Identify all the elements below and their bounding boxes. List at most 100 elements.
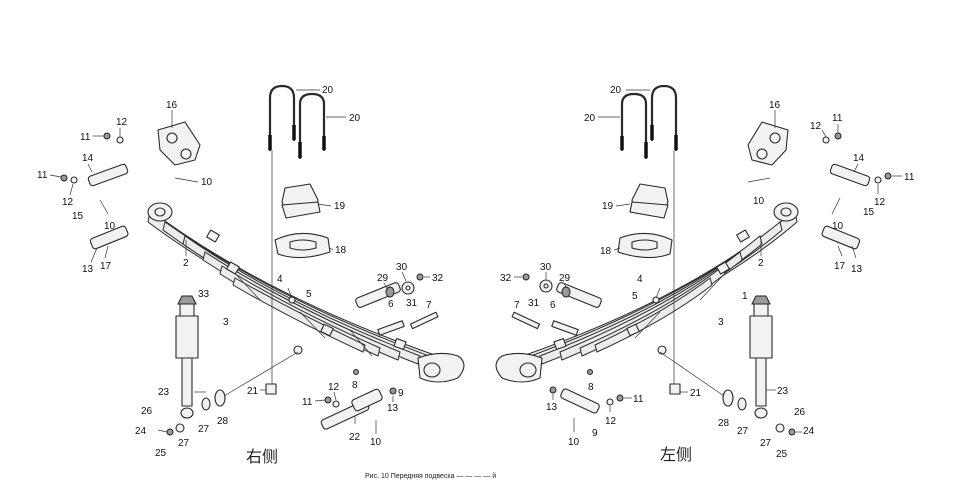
callout: 19 <box>602 201 614 212</box>
callout: 32 <box>432 273 444 284</box>
bolt-right-7 <box>409 311 439 330</box>
front-pin-right <box>89 225 129 250</box>
callout: 11 <box>904 172 915 183</box>
callout: 1 <box>742 291 748 302</box>
center-bolt-left <box>657 345 667 355</box>
washer-left-12b <box>874 176 882 184</box>
callout: 12 <box>116 117 128 128</box>
u-bolt-right-1 <box>268 84 296 152</box>
callout: 4 <box>277 274 283 285</box>
washer-right-26 <box>175 423 185 433</box>
bump-stop-right <box>281 183 321 219</box>
spring-clip-left-3 <box>626 323 640 337</box>
callout: 17 <box>100 261 112 272</box>
callout: 10 <box>104 221 116 232</box>
callout: 27 <box>178 438 190 449</box>
callout: 11 <box>302 397 313 408</box>
callout: 18 <box>335 245 347 256</box>
nut-right-8 <box>353 369 359 375</box>
shackle-bracket-left <box>747 121 789 166</box>
callout: 11 <box>80 132 91 143</box>
bump-stop-left <box>629 183 669 219</box>
callout: 22 <box>349 432 361 443</box>
callouts-left-side: 16 11 12 14 11 12 15 10 10 17 13 2 1 3 2… <box>500 85 915 460</box>
washer-right-12b <box>70 176 78 184</box>
center-bolt-right <box>293 345 303 355</box>
u-bolt-left-1 <box>650 84 678 152</box>
callout: 16 <box>166 100 178 111</box>
callout: 21 <box>247 386 259 397</box>
sleeve-left-6 <box>551 320 579 336</box>
rear-pin-right-29 <box>355 282 401 308</box>
callout: 12 <box>810 121 822 132</box>
callout: 12 <box>874 197 886 208</box>
callout: 10 <box>568 437 580 448</box>
bolt-left-5 <box>652 296 660 304</box>
callout: 25 <box>776 449 788 460</box>
nut-left-13b <box>549 386 557 394</box>
callout: 20 <box>610 85 622 96</box>
grease-nipple-left-32 <box>522 273 530 281</box>
caption-right-side: 右侧 <box>246 447 278 466</box>
nut-left-24 <box>788 428 796 436</box>
callout: 11 <box>832 113 843 124</box>
shackle-pin-left <box>829 163 871 187</box>
spring-clip-left-4 <box>553 337 567 351</box>
callout: 15 <box>863 207 875 218</box>
callout: 7 <box>514 300 520 311</box>
sleeve-right-6 <box>377 320 405 336</box>
callout: 12 <box>62 197 74 208</box>
shackle-bracket-right <box>157 121 201 166</box>
bolt-right-5 <box>288 296 296 304</box>
callout: 33 <box>198 289 210 300</box>
callout: 25 <box>155 448 167 459</box>
callout: 28 <box>217 416 229 427</box>
nut-right-24 <box>166 428 174 436</box>
nut-right-11a <box>103 132 111 140</box>
callout: 27 <box>760 438 772 449</box>
callout: 23 <box>777 386 789 397</box>
rear-spring-eye-left <box>495 352 543 383</box>
callout: 31 <box>406 298 418 309</box>
callout: 8 <box>352 380 358 391</box>
bushing-right-28 <box>214 389 226 407</box>
nut-left-11a <box>834 132 842 140</box>
callout: 21 <box>690 388 702 399</box>
nut-right-11c <box>324 396 332 404</box>
callout: 32 <box>500 273 512 284</box>
callout: 17 <box>834 261 846 272</box>
spring-clip-right-2 <box>226 261 240 275</box>
callout: 2 <box>758 258 764 269</box>
callout: 5 <box>306 289 312 300</box>
bolt-left-7 <box>511 311 541 330</box>
callout: 10 <box>753 196 765 207</box>
washer-left-12a <box>822 136 830 144</box>
nut-left-11c <box>616 394 624 402</box>
callout: 28 <box>718 418 730 429</box>
rear-pin-left-29 <box>556 282 602 308</box>
callout: 23 <box>158 387 170 398</box>
callout: 29 <box>377 273 389 284</box>
callout: 19 <box>334 201 346 212</box>
callout: 20 <box>349 113 361 124</box>
callout: 11 <box>633 394 644 405</box>
callout: 9 <box>398 388 404 399</box>
callout: 12 <box>328 382 340 393</box>
callout: 20 <box>584 113 596 124</box>
callout: 10 <box>201 177 213 188</box>
washer-left-26 <box>775 423 785 433</box>
callout: 11 <box>37 170 48 181</box>
right-side-assembly <box>60 84 465 436</box>
callout: 4 <box>637 274 643 285</box>
nut-right-13b <box>389 387 397 395</box>
callout: 13 <box>82 264 94 275</box>
grease-nipple-right-32 <box>416 273 424 281</box>
callout: 13 <box>851 264 863 275</box>
callout: 3 <box>223 317 229 328</box>
washer-right-12c <box>332 400 340 408</box>
nut-right-21 <box>265 383 277 395</box>
callout: 12 <box>605 416 617 427</box>
spring-pin-right-22 <box>320 388 383 430</box>
spring-clip-left-2 <box>716 261 730 275</box>
